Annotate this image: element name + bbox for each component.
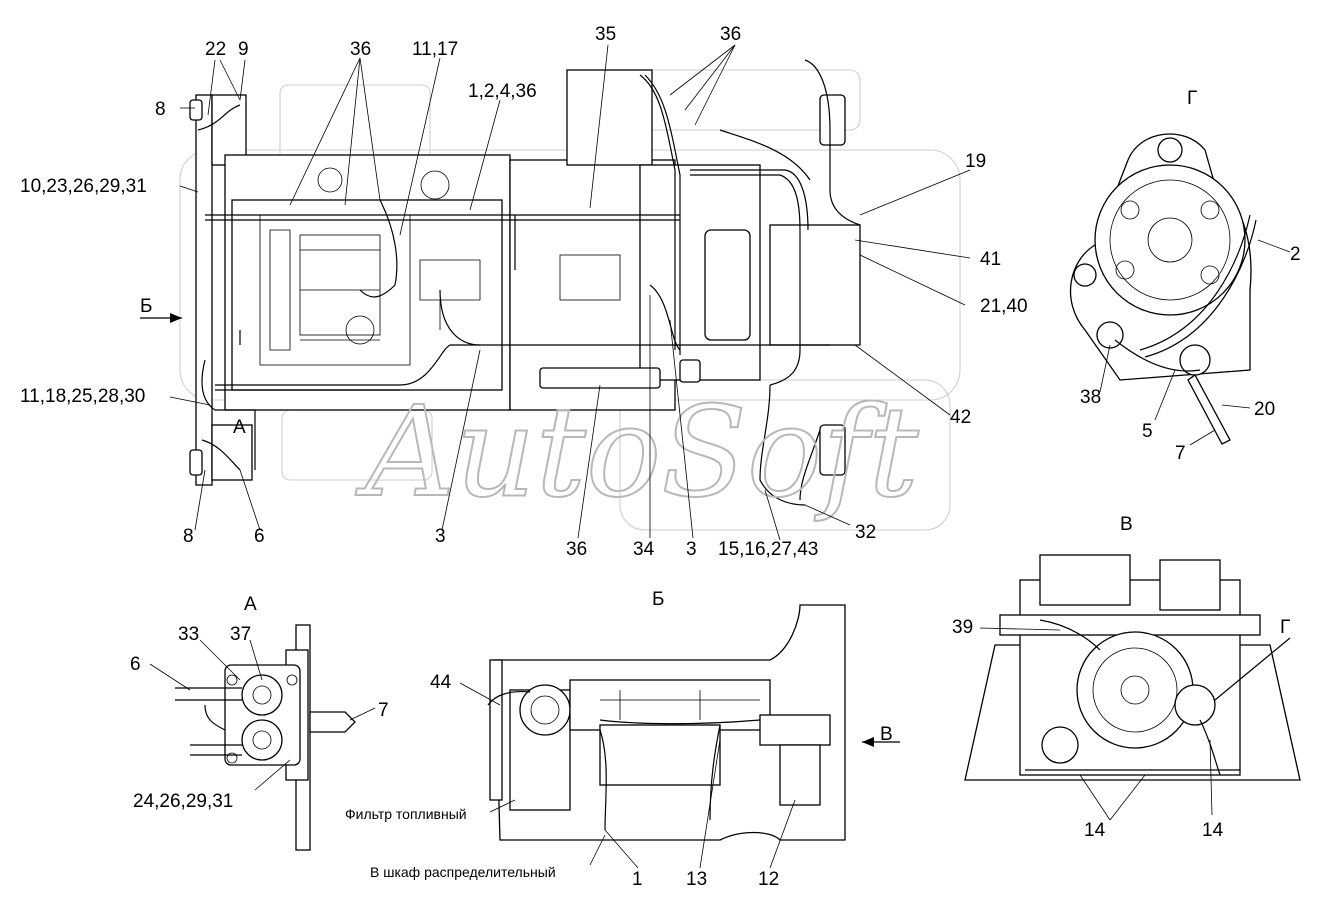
view-g-starter <box>1069 133 1257 445</box>
view-label-g: Г <box>1187 88 1197 109</box>
callout-6-a: 6 <box>254 526 265 547</box>
leader-lines <box>149 44 1291 869</box>
view-b-side <box>487 604 900 841</box>
callout-20: 20 <box>1254 399 1275 420</box>
callout-32: 32 <box>855 522 876 543</box>
callout-13: 13 <box>686 869 707 890</box>
callout-12: 12 <box>758 869 779 890</box>
view-label-b: Б <box>652 589 664 610</box>
callout-39: 39 <box>952 617 973 638</box>
callout-5: 5 <box>1142 421 1153 442</box>
callout-36-b: 36 <box>720 24 741 45</box>
callout-10-23-26-29-31: 10,23,26,29,31 <box>20 176 147 197</box>
callout-view-v-arrow: В <box>880 724 893 745</box>
view-label-a: А <box>244 594 257 615</box>
watermark: AutoSoft <box>355 380 919 525</box>
callout-2: 2 <box>1290 244 1301 265</box>
callout-36-a: 36 <box>350 39 371 60</box>
callout-view-g-arrow: Г <box>1280 617 1290 638</box>
callout-11-17: 11,17 <box>412 39 458 60</box>
callout-9: 9 <box>238 39 249 60</box>
callout-36-c: 36 <box>566 539 587 560</box>
callout-22: 22 <box>205 39 226 60</box>
note-cabinet: В шкаф распределительный <box>370 864 556 880</box>
callout-35: 35 <box>595 24 616 45</box>
callout-3-a: 3 <box>435 526 446 547</box>
callout-6-b: 6 <box>130 654 141 675</box>
callout-14-a: 14 <box>1084 820 1106 841</box>
callout-21-40: 21,40 <box>980 296 1028 317</box>
note-fuel-filter: Фильтр топливный <box>345 806 467 822</box>
callout-14-b: 14 <box>1202 820 1224 841</box>
callout-42: 42 <box>950 407 971 428</box>
callout-labels: 22 9 36 11,17 1,2,4,36 35 36 8 10,23,26,… <box>20 24 1301 890</box>
callout-7-a: 7 <box>1175 443 1186 464</box>
callout-11-18-25-28-30: 11,18,25,28,30 <box>20 386 145 407</box>
callout-1: 1 <box>632 869 643 890</box>
view-a-terminal-block <box>175 624 356 851</box>
callout-41: 41 <box>980 249 1001 270</box>
callout-33: 33 <box>178 624 199 645</box>
callout-1-2-4-36: 1,2,4,36 <box>468 81 537 102</box>
view-v-rear <box>964 554 1301 781</box>
callout-38: 38 <box>1080 387 1101 408</box>
callout-34: 34 <box>633 539 655 560</box>
callout-19: 19 <box>965 151 986 172</box>
callout-view-a-marker: А <box>233 417 246 438</box>
callout-24-26-29-31: 24,26,29,31 <box>133 791 233 812</box>
callout-8-a: 8 <box>155 99 166 120</box>
callout-7-b: 7 <box>378 700 389 721</box>
callout-15-16-27-43: 15,16,27,43 <box>718 539 818 560</box>
callout-3-b: 3 <box>686 539 697 560</box>
callout-8-b: 8 <box>183 526 194 547</box>
callout-44: 44 <box>430 672 452 693</box>
view-label-v: В <box>1120 514 1133 535</box>
callout-view-b-arrow: Б <box>140 296 152 317</box>
callout-37: 37 <box>230 624 251 645</box>
main-plan-view <box>140 59 961 531</box>
